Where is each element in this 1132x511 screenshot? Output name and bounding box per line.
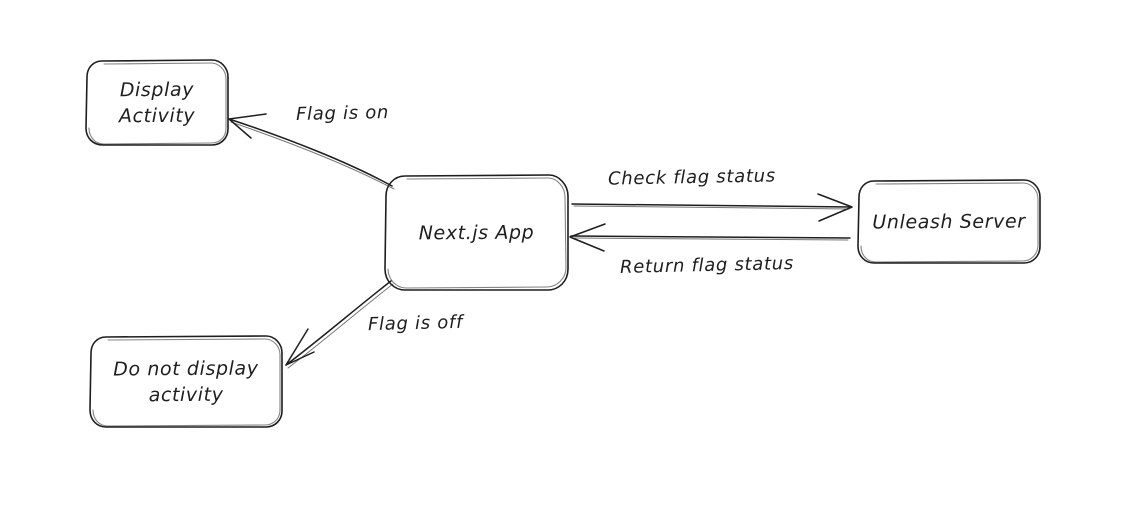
- edge-return-flag-status-line-sketch: [572, 237, 849, 241]
- node-display-activity[interactable]: [85, 59, 229, 146]
- node-unleash-server[interactable]: [857, 179, 1041, 264]
- node-nextjs-app[interactable]: [384, 174, 569, 291]
- edge-return-flag-status-line: [570, 235, 851, 239]
- edge-flag-is-off-line-sketch: [287, 283, 394, 369]
- edge-flag-is-on-line: [228, 118, 393, 187]
- node-unleash-server-sketch: [860, 182, 1039, 263]
- edge-flag-is-on-line-sketch: [230, 121, 395, 190]
- edge-return-flag-status-arrowhead: [569, 223, 606, 252]
- node-unleash-server-outline: [857, 179, 1041, 264]
- node-do-not-display-activity-sketch: [92, 338, 281, 427]
- edge-flag-is-off[interactable]: [285, 280, 394, 369]
- edge-flag-is-on-arrowhead: [228, 113, 267, 139]
- node-do-not-display-activity-outline: [89, 335, 283, 428]
- node-nextjs-app-outline: [384, 174, 569, 291]
- node-display-activity-sketch: [88, 62, 227, 145]
- edge-flag-is-off-line: [285, 280, 392, 366]
- node-display-activity-outline: [85, 59, 229, 146]
- edge-check-flag-status-arrowhead: [817, 193, 853, 222]
- node-nextjs-app-sketch: [387, 177, 567, 289]
- edge-flag-is-on[interactable]: [228, 113, 395, 190]
- edge-check-flag-status-line-sketch: [573, 205, 850, 210]
- edge-flag-is-off-arrowhead: [285, 328, 315, 366]
- edge-return-flag-status[interactable]: [569, 223, 851, 252]
- edge-check-flag-status-line: [571, 203, 852, 208]
- node-do-not-display-activity[interactable]: [89, 335, 283, 428]
- edge-check-flag-status[interactable]: [571, 193, 853, 222]
